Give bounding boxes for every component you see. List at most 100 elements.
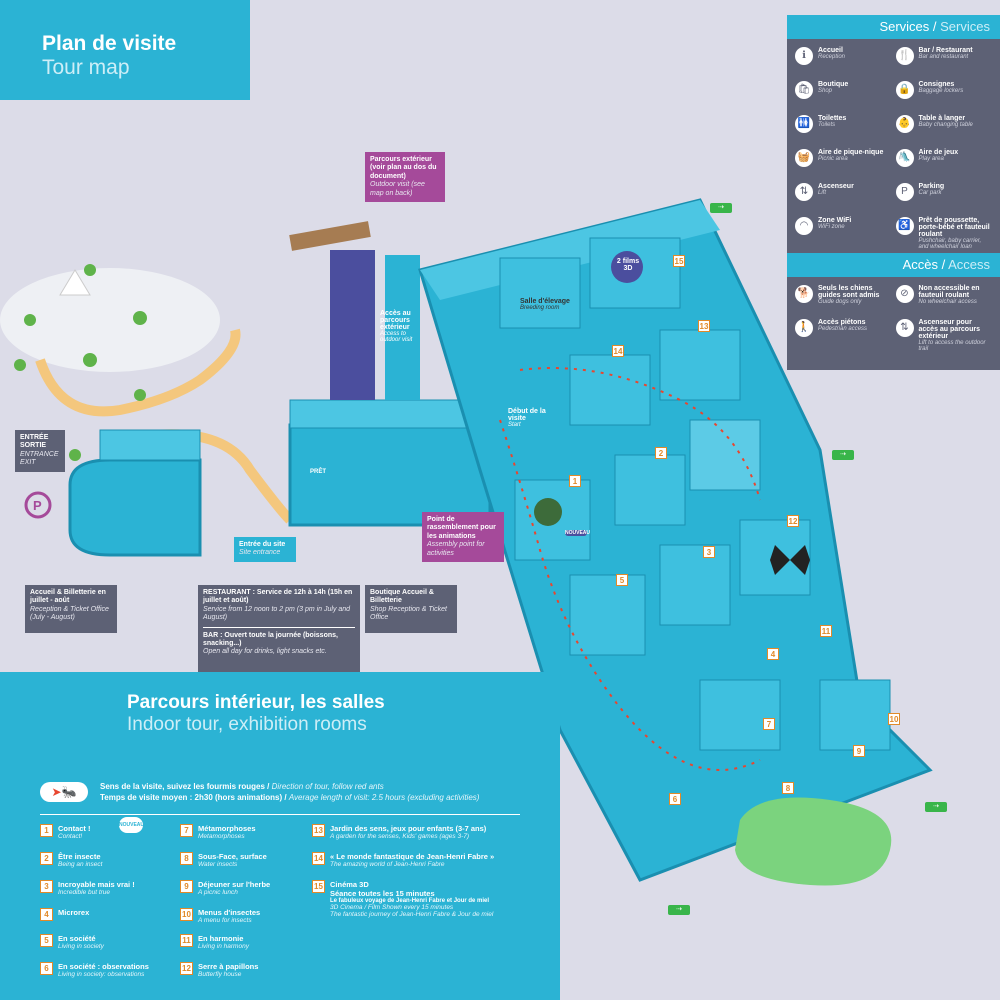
service-name-en: Toilets [818, 122, 836, 128]
title-box: Plan de visite Tour map [0, 0, 250, 100]
room-name-en: A menu for insects [198, 917, 252, 924]
room-name: Contact ! [58, 824, 91, 833]
parking-icon [24, 491, 52, 519]
access-heading: Accès / Access [787, 253, 1000, 277]
room-name-en: Water insects [198, 861, 238, 868]
service-name-en: Baggage lockers [918, 88, 964, 94]
service-name: Aire de pique-nique [818, 149, 884, 156]
room-number: 3 [40, 880, 53, 893]
room-number: 6 [40, 962, 53, 975]
corridor-building [288, 423, 492, 527]
room-9 [819, 679, 891, 751]
callout-assembly-point: Point de rassemblement pour les animatio… [422, 512, 504, 562]
room-name: En harmonie [198, 934, 244, 943]
map-number-9: 9 [853, 745, 865, 757]
service-name: Boutique [818, 81, 849, 88]
wifi-icon: ◠ [795, 217, 813, 235]
service-name-en: Pushchair, baby carrier, and wheelchair … [918, 238, 982, 250]
room-name: Microrex [58, 908, 90, 917]
map-number-10: 10 [888, 713, 900, 725]
breeding-room [499, 257, 581, 329]
lift-tower [385, 255, 420, 400]
service-name-en: Car park [918, 190, 942, 196]
service-name: Table à langer [918, 115, 966, 122]
emergency-exit-icon: ⇢ [925, 802, 947, 812]
room-5 [569, 574, 646, 656]
map-number-2: 2 [655, 447, 667, 459]
tent [59, 269, 91, 296]
page-title: Plan de visite [42, 32, 177, 55]
service-name-en: Play area [918, 156, 944, 162]
service-name: Zone WiFi [818, 217, 852, 224]
tree [83, 353, 97, 367]
service-name-en: No wheelchair access [918, 299, 977, 305]
room-list-item: 13 Jardin des sens, jeux pour enfants (3-… [312, 824, 486, 846]
toilets-icon: 🚻 [795, 115, 813, 133]
service-name: Bar / Restaurant [918, 47, 973, 54]
nouveau-badge: NOUVEAU [119, 817, 144, 833]
playground-icon: 🛝 [895, 149, 914, 167]
room-number: 8 [180, 852, 193, 865]
legend-divider [40, 814, 520, 815]
service-name-en: Bar and restaurant [918, 54, 969, 60]
guide-dog-icon: 🐕 [795, 285, 813, 303]
tree [14, 359, 26, 371]
service-name: Non accessible en fauteuil roulant [918, 285, 980, 299]
room-name: Jardin des sens, jeux pour enfants (3-7 … [330, 824, 487, 833]
service-name-en: Shop [818, 88, 833, 94]
room-2 [614, 454, 686, 526]
room-name-en: Living in harmony [198, 943, 249, 950]
indoor-tour-panel: Parcours intérieur, les salles Indoor to… [0, 672, 560, 1000]
path-picnic [35, 328, 241, 417]
callout-reception-summer: Accueil & Billetterie en juillet - août … [25, 585, 117, 633]
room-name-en-extra: The fantastic journey of Jean-Henri Fabr… [330, 911, 494, 918]
service-name-en: Lift to access the outdoor trail [918, 340, 986, 352]
map-number-5: 5 [616, 574, 628, 586]
baby-change-icon: 👶 [895, 115, 914, 133]
room-number: 15 [312, 880, 325, 893]
room-number: 10 [180, 908, 193, 921]
map-number-14: 14 [612, 345, 624, 357]
room-number: 1 [40, 824, 53, 837]
map-number-1: 1 [569, 475, 581, 487]
main-building-roof [420, 200, 720, 300]
room-name: En société [58, 934, 96, 943]
room-name: Être insecte [58, 852, 101, 861]
room-name-extra: Le fabuleux voyage de Jean-Henri Fabre e… [330, 898, 490, 904]
callout-restaurant-bar: RESTAURANT : Service de 12h à 14h (15h e… [198, 585, 360, 689]
emergency-exit-icon: ⇢ [832, 450, 854, 460]
callout-outdoor-visit: Parcours extérieur (voir plan au dos du … [365, 152, 445, 202]
room-name-en: The amazing world of Jean-Henri Fabre [330, 861, 445, 868]
room-name: En société : observations [58, 962, 149, 971]
room-number: 11 [180, 934, 193, 947]
entrance-building [68, 458, 202, 557]
map-number-8: 8 [782, 782, 794, 794]
lockers-icon: 🔒 [895, 81, 914, 99]
service-name: Ascenseur [818, 183, 854, 190]
room-number: 13 [312, 824, 325, 837]
service-name-en: Lift [818, 190, 827, 196]
no-wheelchair-icon: ⊘ [895, 285, 914, 303]
red-ant-icon: ➤🐜 [40, 782, 88, 802]
tree [84, 264, 96, 276]
loan-icon: ♿ [895, 217, 914, 235]
service-name-en: Reception [818, 54, 846, 60]
service-name: Aire de jeux [918, 149, 959, 156]
label-pret: PRÊT [309, 469, 326, 475]
tree [134, 389, 146, 401]
